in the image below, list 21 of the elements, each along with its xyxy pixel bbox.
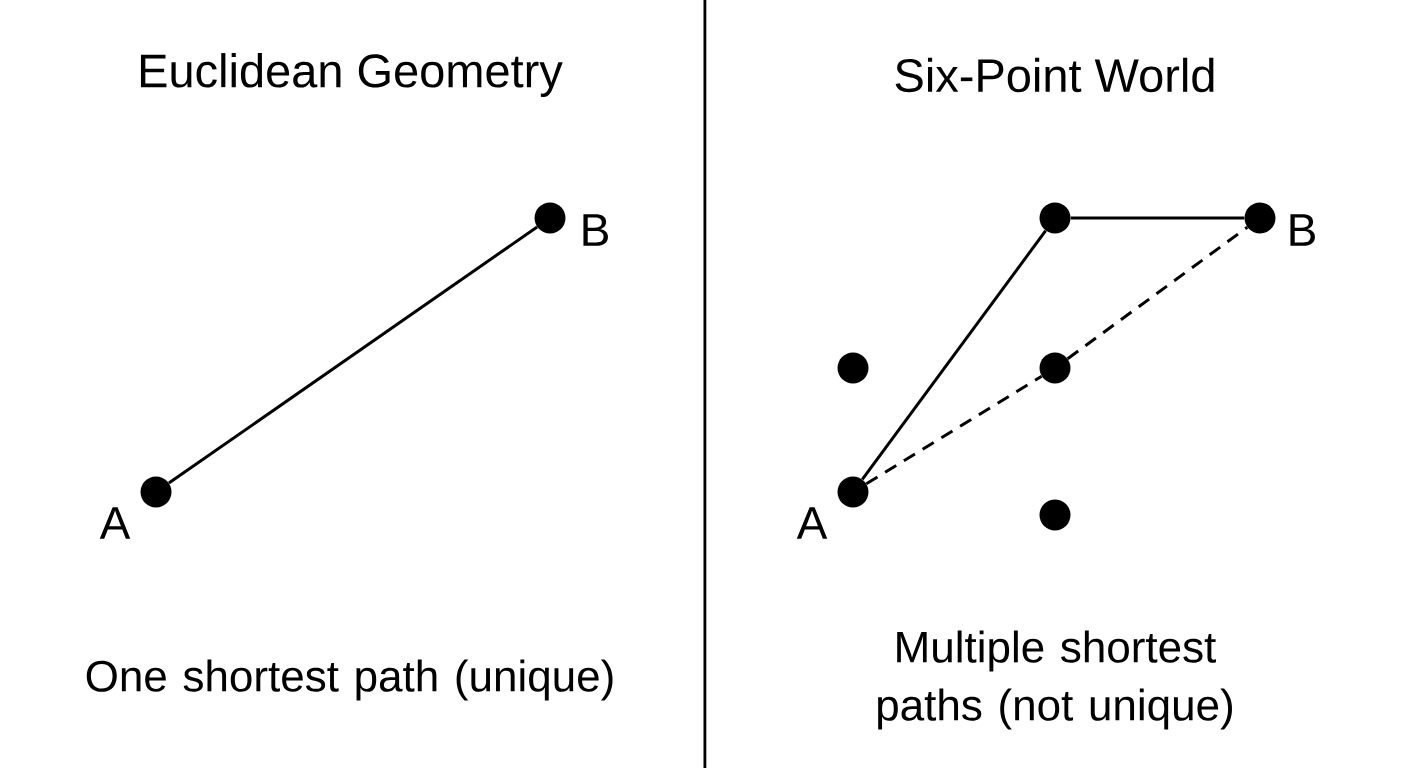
point-dot: [1244, 202, 1276, 234]
point-dot: [837, 352, 869, 384]
dashed-line: [1066, 226, 1249, 360]
path-line: [168, 225, 538, 485]
point-dot: [837, 476, 869, 508]
panel-title: Six-Point World: [895, 57, 1214, 93]
panel-title: Euclidean Geometry: [140, 53, 563, 97]
point-dot: [534, 202, 566, 234]
point-dot: [1039, 499, 1071, 531]
point-dot: [140, 476, 172, 508]
point-label: A: [796, 507, 828, 539]
panel-caption: One shortest path (unique): [86, 659, 613, 701]
path-line: [861, 229, 1047, 481]
point-label: B: [1290, 214, 1315, 246]
point-dot: [1039, 352, 1071, 384]
path-line: [1070, 216, 1245, 220]
point-dot: [1039, 202, 1071, 234]
dashed-line: [865, 374, 1043, 486]
panel-caption: Multiple shortest paths (not unique): [878, 630, 1232, 730]
point-label: B: [583, 214, 608, 246]
point-label: A: [99, 507, 131, 539]
